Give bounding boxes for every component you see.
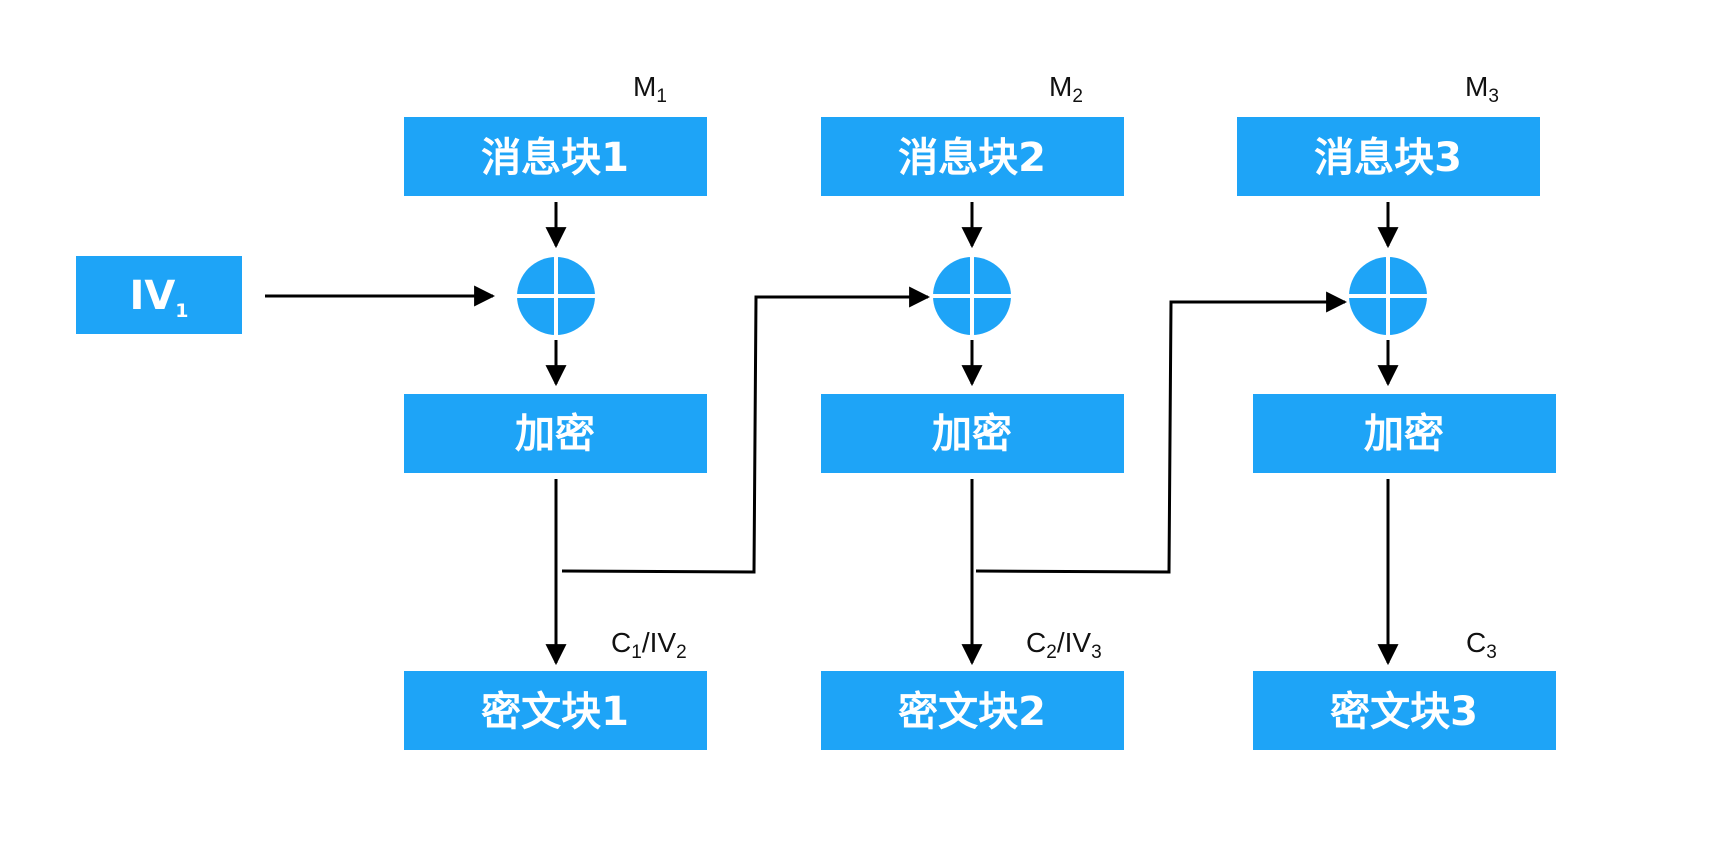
cipher-label-1-c: C [611,627,631,658]
iv-base-text: IV [129,273,175,319]
iv-block-rect [76,256,242,334]
round-3: M3 消息块3 加密 C3 密文块3 [1237,71,1556,750]
xor-icon-1 [517,257,595,335]
cipher-label-3-c: C [1466,627,1486,658]
message-block-3 [1237,117,1540,196]
message-label-1: M1 [633,71,667,107]
message-label-2-main: M [1049,71,1072,102]
encrypt-block-2 [821,394,1124,473]
message-label-1-main: M [633,71,656,102]
message-block-1 [404,117,707,196]
message-label-3-main: M [1465,71,1488,102]
iv-block-label: IV1 [129,273,188,322]
message-block-2 [821,117,1124,196]
cipher-block-3 [1253,671,1556,750]
cipher-label-2-c-sub: 2 [1046,642,1057,663]
xor-icon-3 [1349,257,1427,335]
message-label-2-sub: 2 [1072,86,1083,107]
message-label-3: M3 [1465,71,1499,107]
cipher-label-3: C3 [1466,627,1497,663]
cipher-label-1: C1/IV2 [611,627,687,663]
encrypt-block-3-label: 加密 [1364,411,1444,457]
cipher-label-2-sep: / [1057,627,1065,658]
cipher-block-2 [821,671,1124,750]
iv-block: IV1 [76,256,242,334]
cipher-label-1-iv: IV [650,627,677,658]
xor-icon-2 [933,257,1011,335]
round-1: M1 消息块1 加密 C1/IV2 密文块1 [265,71,707,750]
message-label-3-sub: 3 [1488,86,1499,107]
message-label-1-sub: 1 [656,86,667,107]
cipher-label-1-c-sub: 1 [631,642,642,663]
cipher-label-2-iv: IV [1065,627,1092,658]
cipher-block-1-label: 密文块1 [481,689,629,735]
encrypt-block-1 [404,394,707,473]
feedback-arrow-2-to-3 [975,291,1348,574]
cipher-block-1 [404,671,707,750]
cipher-label-2-iv-sub: 3 [1091,642,1102,663]
cipher-label-2: C2/IV3 [1026,627,1102,663]
feedback-arrow-1-to-2 [561,286,931,574]
cipher-label-1-iv-sub: 2 [676,642,687,663]
message-block-1-label: 消息块1 [481,135,629,181]
cipher-block-2-label: 密文块2 [898,689,1046,735]
encrypt-block-1-label: 加密 [515,411,595,457]
encrypt-block-3 [1253,394,1556,473]
cipher-label-1-sep: / [642,627,650,658]
message-label-2: M2 [1049,71,1083,107]
iv-sub-text: 1 [175,300,188,322]
message-block-3-label: 消息块3 [1314,135,1462,181]
cipher-label-2-c: C [1026,627,1046,658]
cipher-label-3-c-sub: 3 [1486,642,1497,663]
encrypt-block-2-label: 加密 [932,411,1012,457]
round-2: M2 消息块2 加密 C2/IV3 密文块2 [821,71,1124,750]
cipher-block-3-label: 密文块3 [1330,689,1478,735]
message-block-2-label: 消息块2 [898,135,1046,181]
